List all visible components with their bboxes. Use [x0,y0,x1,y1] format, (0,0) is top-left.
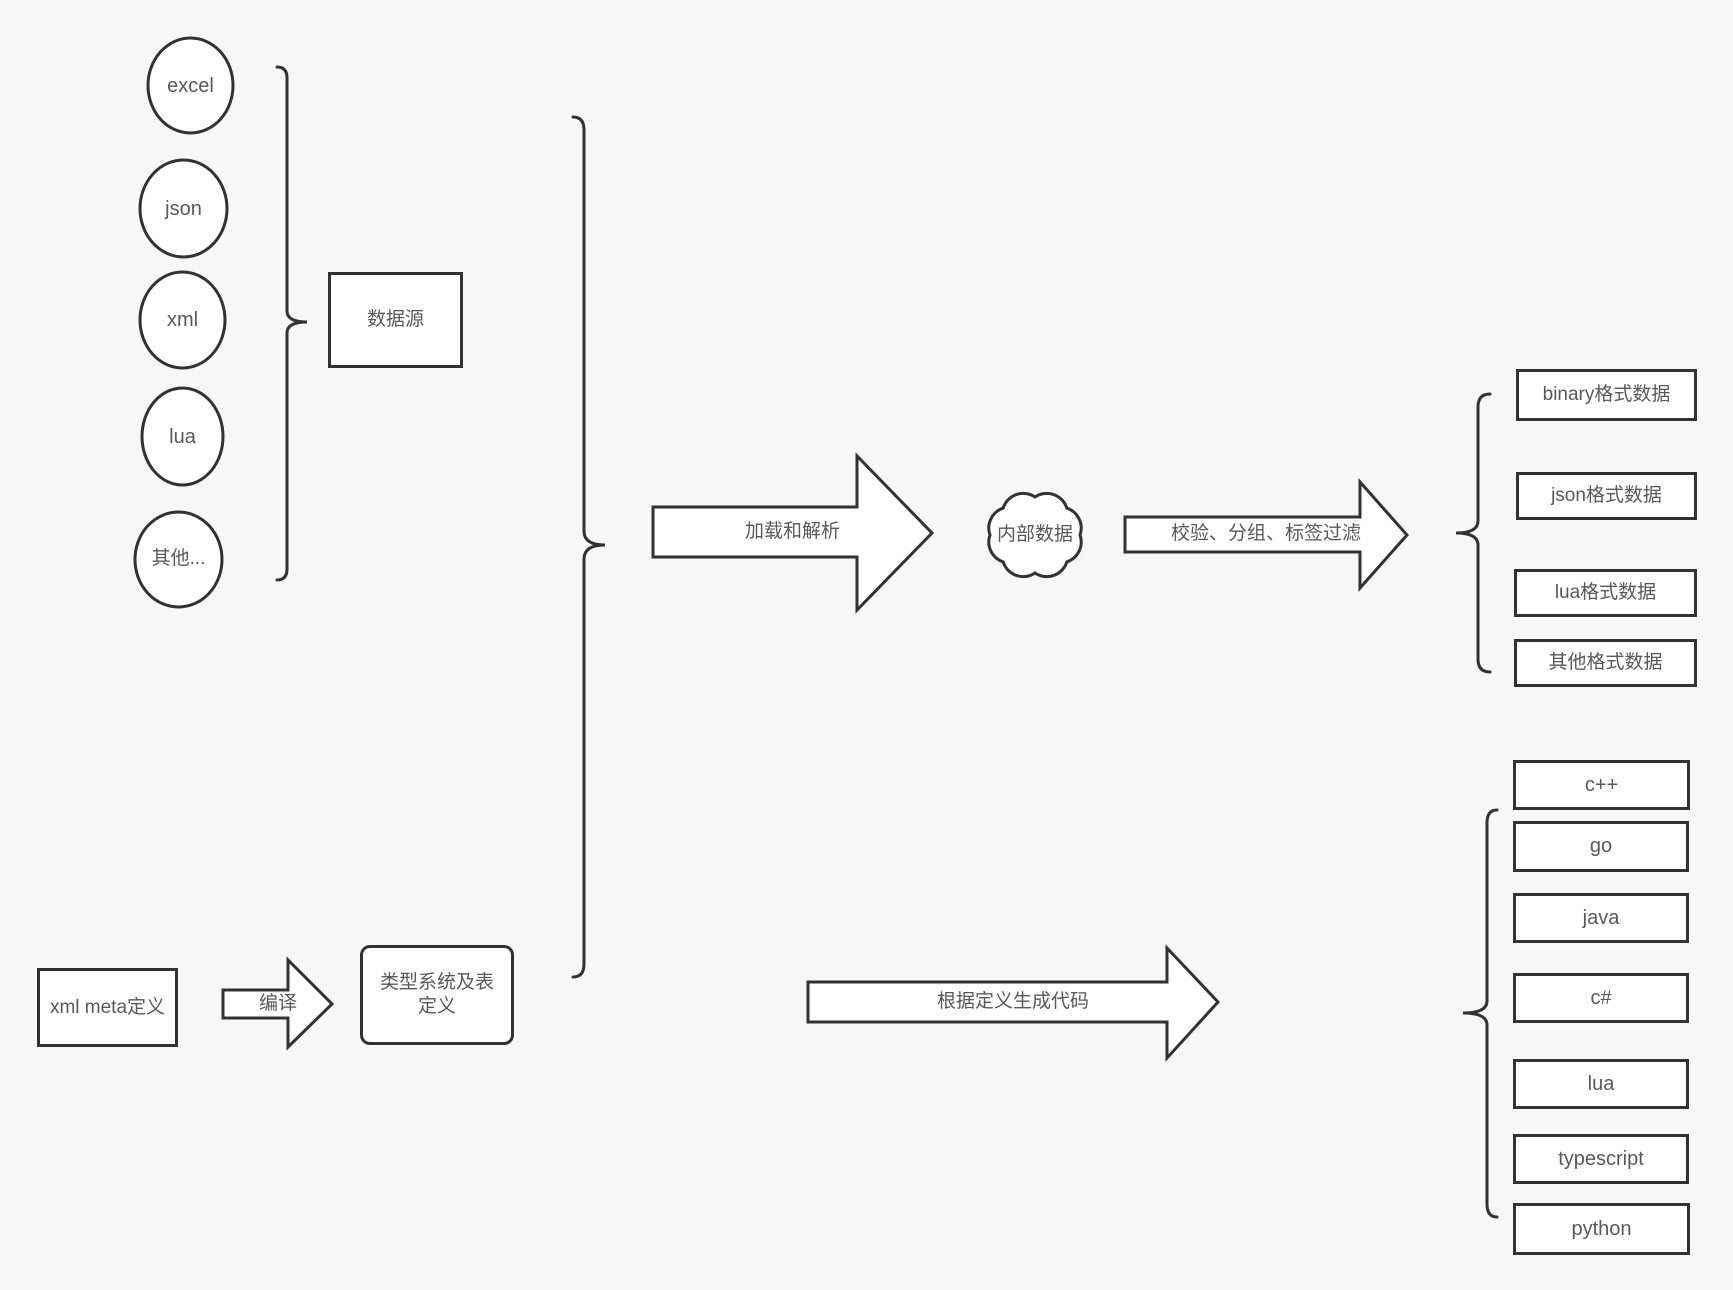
box-xml-meta-definition: xml meta定义 [37,968,178,1047]
arrow-generate-code [806,944,1221,1062]
brace-main [571,115,606,979]
box-format-json: json格式数据 [1516,472,1697,520]
source-node-other-ellipse [133,510,224,609]
box-lang-cpp: c++ [1513,760,1690,810]
source-node-json-ellipse [138,158,229,259]
source-node-xml-ellipse [138,270,227,370]
internal-data-cloud [987,491,1083,579]
box-lang-lua: lua [1513,1059,1689,1109]
source-node-excel-ellipse [146,36,235,135]
arrow-compile [221,956,335,1051]
brace-sources [275,65,308,582]
source-node-lua-ellipse [140,386,225,487]
box-format-other: 其他格式数据 [1514,639,1697,687]
brace-languages [1462,808,1499,1219]
box-format-binary: binary格式数据 [1516,369,1697,421]
box-type-system-label: 类型系统及表定义 [379,972,494,1017]
box-lang-python: python [1513,1203,1690,1255]
arrow-filter [1123,478,1410,592]
box-lang-typescript: typescript [1513,1134,1689,1184]
box-xml-meta-definition-label: xml meta定义 [49,996,166,1018]
box-type-system: 类型系统及表定义 [360,945,514,1045]
box-data-source: 数据源 [328,272,463,368]
box-lang-java: java [1513,893,1689,943]
box-lang-csharp: c# [1513,973,1689,1023]
box-format-lua: lua格式数据 [1514,569,1697,617]
brace-formats [1455,392,1492,674]
arrow-load-parse [651,452,935,614]
box-lang-go: go [1513,821,1689,872]
